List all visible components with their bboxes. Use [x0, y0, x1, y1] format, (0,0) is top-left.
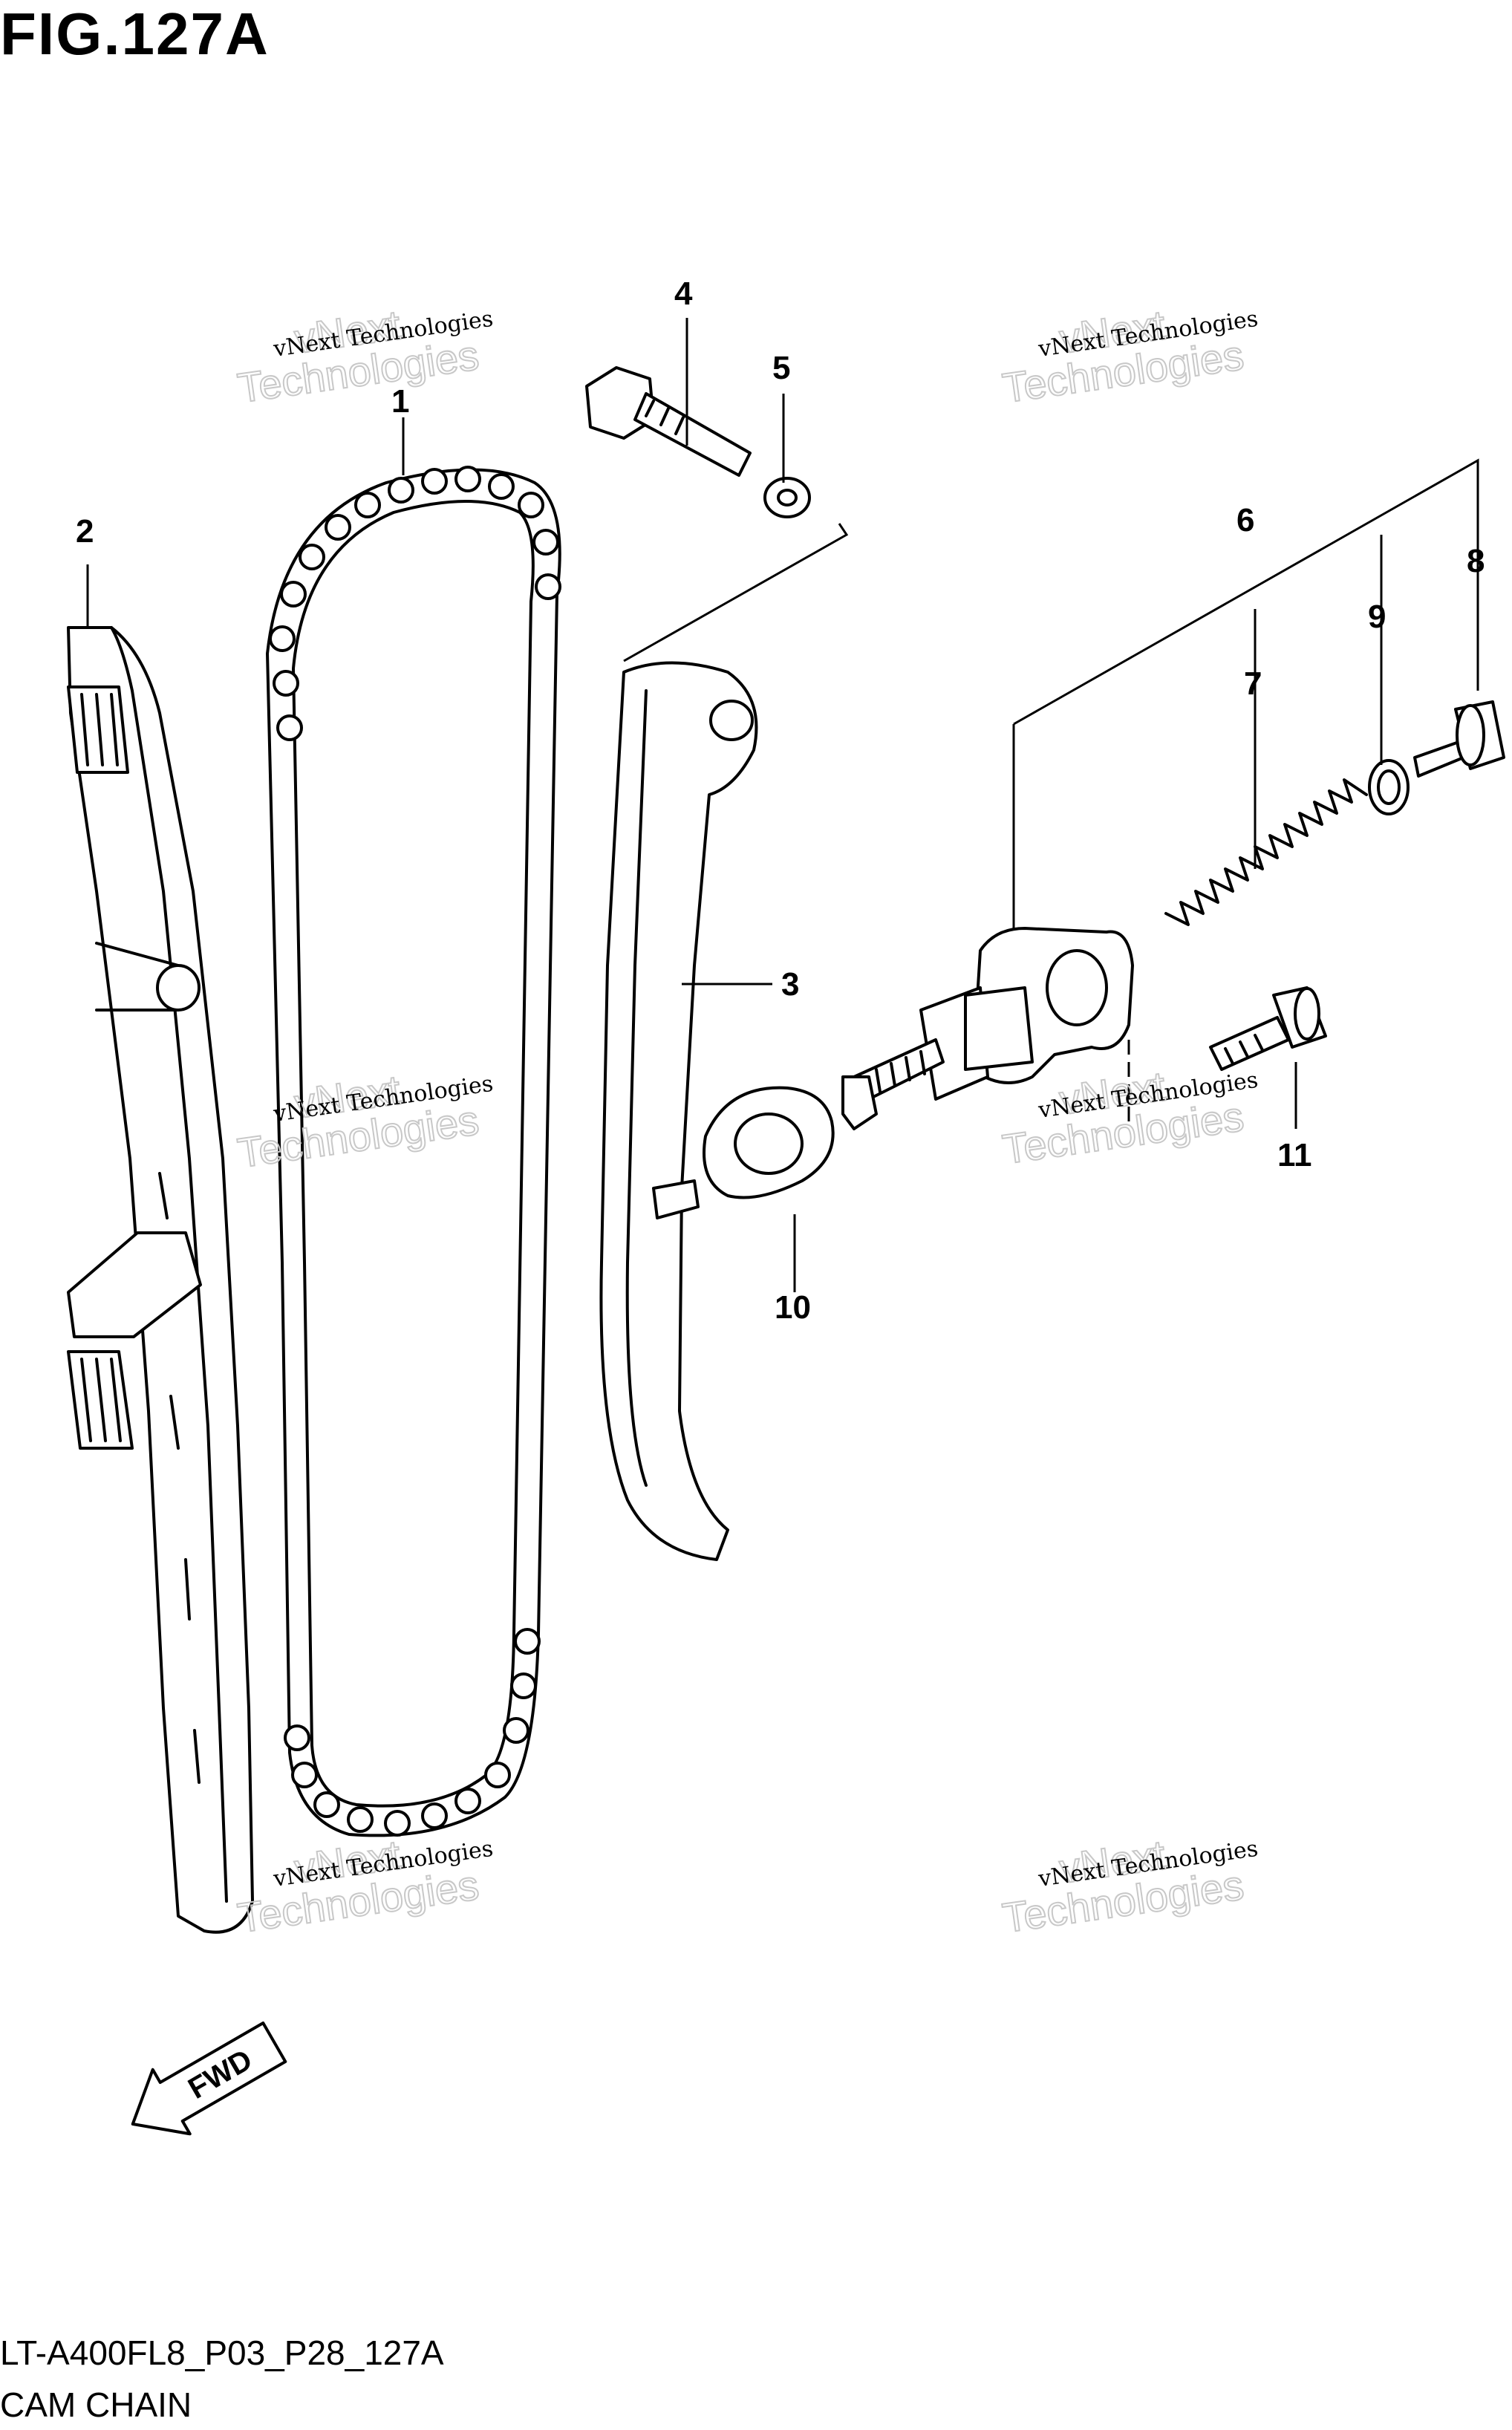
tensioner-arm-part-3	[599, 661, 758, 1561]
callout-4: 4	[674, 276, 693, 312]
gasket-part-10	[703, 1086, 835, 1199]
figure-code: LT-A400FL8_P03_P28_127A	[0, 2333, 444, 2372]
callout-7: 7	[1244, 665, 1262, 702]
callout-11: 11	[1277, 1137, 1312, 1173]
callout-2: 2	[76, 513, 94, 550]
bolt-part-11	[1209, 986, 1327, 1071]
washer-part-5	[763, 477, 811, 518]
callout-8: 8	[1467, 543, 1485, 579]
callout-9: 9	[1368, 599, 1386, 635]
figure-caption: CAM CHAIN	[0, 2385, 192, 2424]
tensioner-adjuster-part-6	[841, 927, 1134, 1130]
plug-bolt-part-8	[1413, 700, 1505, 778]
bolt-part-4	[585, 366, 752, 477]
callout-10: 10	[775, 1289, 811, 1326]
callout-6: 6	[1236, 502, 1254, 538]
chain-guide-part-2	[67, 626, 254, 1934]
callout-numbers: 1 2 3 4 5 6 7 8 9 10 11	[76, 276, 1485, 1326]
cam-chain-part-1	[266, 466, 561, 1837]
leader-lines	[86, 318, 1479, 1292]
callout-5: 5	[772, 350, 790, 386]
figure-title: FIG.127A	[0, 1, 270, 67]
fwd-arrow-icon: FWD	[131, 2022, 287, 2136]
gasket-ring-part-9	[1368, 759, 1410, 815]
callout-1: 1	[391, 383, 409, 420]
callout-3: 3	[781, 966, 799, 1003]
spring-part-7	[1164, 778, 1368, 926]
